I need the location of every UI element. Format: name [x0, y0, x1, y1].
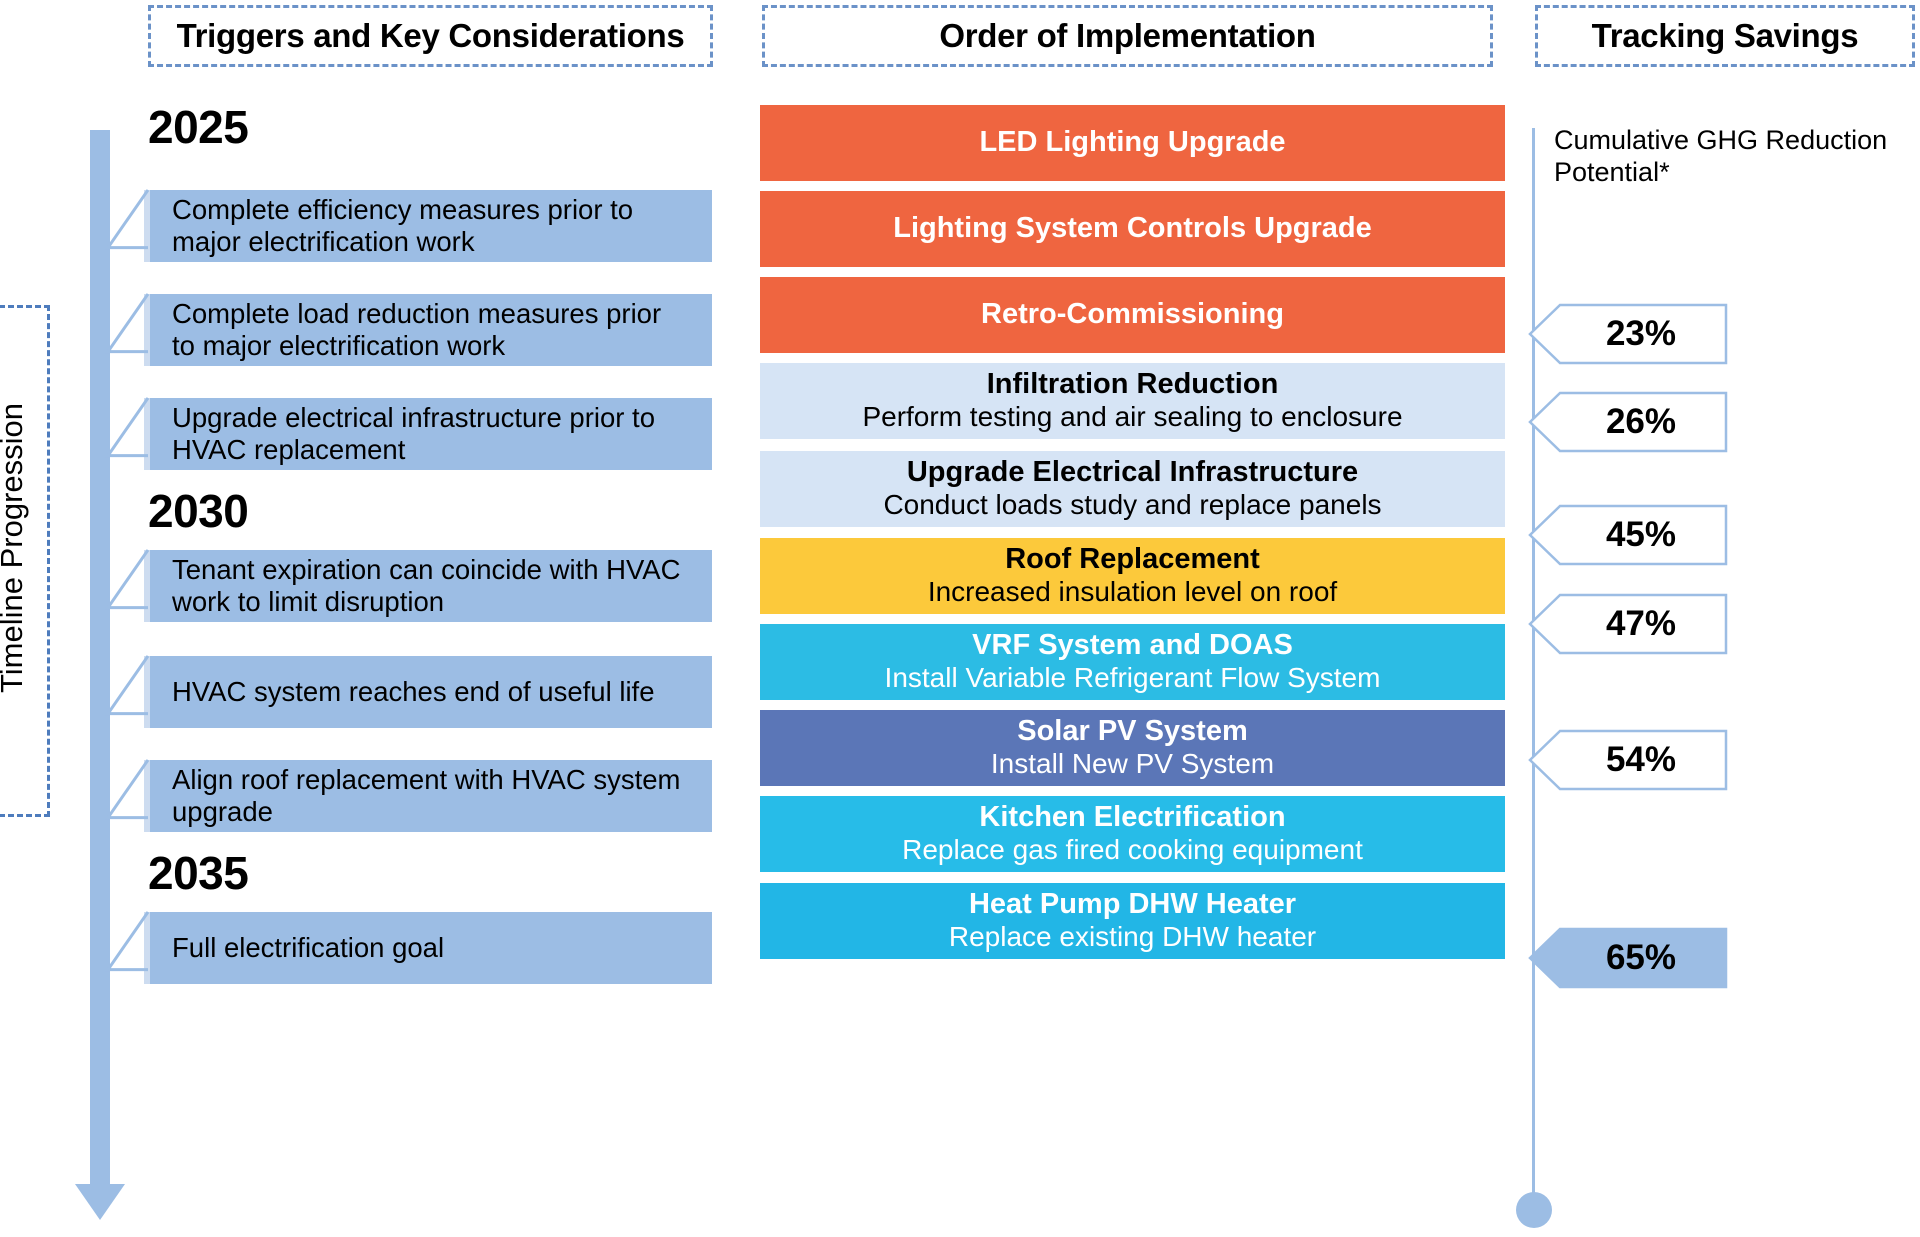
trigger-card[interactable]: Complete load reduction measures prior t…: [150, 294, 712, 366]
ghg-reduction-badge[interactable]: 65%: [1528, 927, 1728, 989]
ghg-reduction-value: 26%: [1605, 402, 1677, 441]
implementation-bar-subtitle: Replace existing DHW heater: [948, 921, 1317, 953]
trigger-card-tick: [144, 760, 150, 832]
trigger-card[interactable]: Align roof replacement with HVAC system …: [150, 760, 712, 832]
trigger-card-text: Complete efficiency measures prior to ma…: [172, 194, 634, 257]
trigger-card-text: Upgrade electrical infrastructure prior …: [172, 402, 655, 465]
ghg-reduction-value: 54%: [1605, 740, 1677, 779]
ghg-reduction-badge[interactable]: 26%: [1528, 391, 1728, 453]
implementation-bar-title: Infiltration Reduction: [986, 368, 1279, 401]
trigger-connector-line: [105, 655, 150, 716]
implementation-bar-title: LED Lighting Upgrade: [979, 126, 1286, 159]
trigger-card-text: Full electrification goal: [172, 932, 445, 964]
timeline-arrow-head-icon: [75, 1184, 125, 1220]
implementation-bar-subtitle: Increased insulation level on roof: [927, 576, 1338, 608]
ghg-reduction-badge[interactable]: 23%: [1528, 303, 1728, 365]
trigger-connector-line: [105, 911, 150, 972]
ghg-reduction-badge[interactable]: 45%: [1528, 504, 1728, 566]
implementation-bar-title: Kitchen Electrification: [979, 801, 1286, 834]
implementation-bar-subtitle: Perform testing and air sealing to enclo…: [862, 401, 1403, 433]
trigger-card-tick: [144, 550, 150, 622]
trigger-card[interactable]: Upgrade electrical infrastructure prior …: [150, 398, 712, 470]
implementation-bar[interactable]: Lighting System Controls Upgrade: [760, 191, 1505, 267]
trigger-card-tick: [144, 912, 150, 984]
badge-arrow-shape-icon: [1528, 391, 1728, 453]
trigger-connector-line: [105, 293, 150, 354]
implementation-bar-title: Heat Pump DHW Heater: [968, 888, 1297, 921]
implementation-bar-subtitle: Install Variable Refrigerant Flow System: [884, 662, 1381, 694]
implementation-bar-subtitle: Conduct loads study and replace panels: [883, 489, 1382, 521]
tracking-caption: Cumulative GHG Reduction Potential*: [1554, 125, 1888, 188]
trigger-connector-line: [105, 759, 150, 820]
implementation-bar-title: Retro-Commissioning: [981, 298, 1284, 331]
timeline-arrow-shaft: [90, 130, 110, 1190]
column-header-tracking: Tracking Savings: [1535, 5, 1915, 67]
year-label-2030: 2030: [148, 485, 249, 537]
implementation-bar[interactable]: LED Lighting Upgrade: [760, 105, 1505, 181]
ghg-reduction-value: 45%: [1605, 515, 1677, 554]
ghg-reduction-value: 65%: [1605, 938, 1677, 977]
badge-arrow-shape-icon: [1528, 504, 1728, 566]
trigger-card-tick: [144, 294, 150, 366]
badge-arrow-shape-icon: [1528, 593, 1728, 655]
trigger-card-tick: [144, 190, 150, 262]
year-label-2035: 2035: [148, 847, 249, 899]
implementation-bar-title: Lighting System Controls Upgrade: [893, 212, 1372, 245]
year-label-2025: 2025: [148, 101, 249, 153]
trigger-card[interactable]: Tenant expiration can coincide with HVAC…: [150, 550, 712, 622]
ghg-reduction-value: 47%: [1605, 604, 1677, 643]
column-header-order: Order of Implementation: [762, 5, 1493, 67]
column-header-triggers: Triggers and Key Considerations: [148, 5, 713, 67]
trigger-card[interactable]: Full electrification goal: [150, 912, 712, 984]
implementation-bar[interactable]: Retro-Commissioning: [760, 277, 1505, 353]
implementation-bar-subtitle: Install New PV System: [990, 748, 1275, 780]
tracking-endpoint-dot-icon: [1516, 1192, 1552, 1228]
trigger-connector-line: [105, 397, 150, 458]
ghg-reduction-badge[interactable]: 54%: [1528, 729, 1728, 791]
implementation-bar-title: Roof Replacement: [1005, 543, 1260, 576]
implementation-bar-title: VRF System and DOAS: [972, 629, 1293, 662]
badge-arrow-shape-icon: [1528, 729, 1728, 791]
implementation-bar-title: Upgrade Electrical Infrastructure: [906, 456, 1359, 489]
badge-arrow-shape-icon: [1528, 303, 1728, 365]
trigger-card[interactable]: Complete efficiency measures prior to ma…: [150, 190, 712, 262]
trigger-connector-line: [105, 549, 150, 610]
trigger-card-tick: [144, 656, 150, 728]
timeline-progression-label: Timeline Progression: [0, 402, 29, 694]
trigger-card[interactable]: HVAC system reaches end of useful life: [150, 656, 712, 728]
trigger-card-text: HVAC system reaches end of useful life: [172, 676, 655, 708]
badge-arrow-shape-icon: [1528, 927, 1728, 989]
ghg-reduction-badge[interactable]: 47%: [1528, 593, 1728, 655]
trigger-card-tick: [144, 398, 150, 470]
trigger-card-text: Complete load reduction measures prior t…: [172, 298, 662, 361]
timeline-progression-box: Timeline Progression: [0, 305, 50, 817]
trigger-card-text: Align roof replacement with HVAC system …: [172, 764, 681, 827]
implementation-bar-title: Solar PV System: [1017, 715, 1248, 748]
ghg-reduction-value: 23%: [1605, 314, 1677, 353]
trigger-card-text: Tenant expiration can coincide with HVAC…: [172, 554, 681, 617]
tracking-axis-line: [1532, 128, 1535, 1223]
trigger-connector-line: [105, 189, 150, 250]
implementation-bar-subtitle: Replace gas fired cooking equipment: [902, 834, 1363, 866]
